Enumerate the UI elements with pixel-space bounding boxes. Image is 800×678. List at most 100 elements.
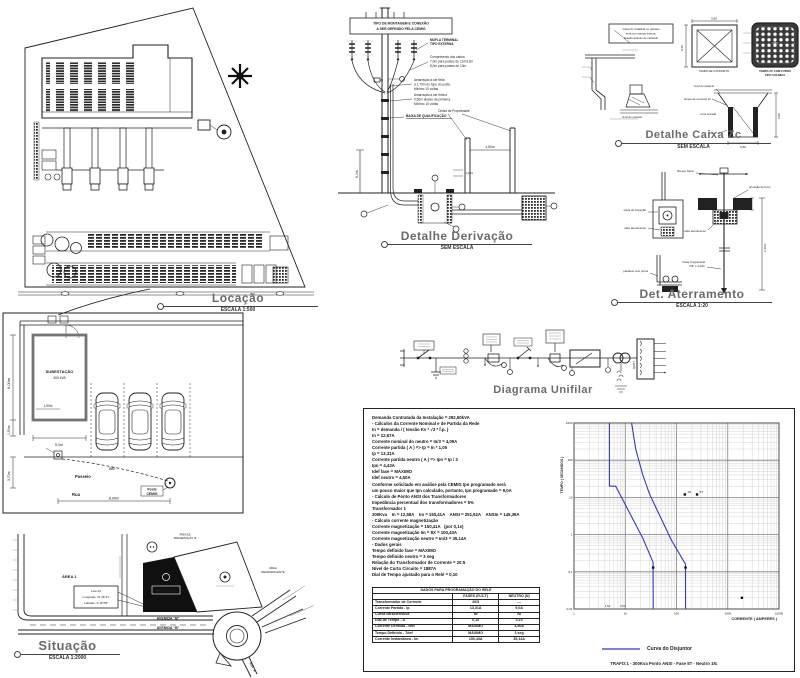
calc-line: Dial de Tempo ajustado para o Relé = 0,1… [372,572,458,578]
breaker-box [569,349,601,376]
svg-text:Comprimento dos cabos:: Comprimento dos cabos: [430,55,466,59]
cabo-label: cabo aterramento [624,226,646,230]
passeio-label: Passeio [75,474,91,479]
utility-pole [164,477,176,489]
area-preserv-l2: PRESERVAÇÃO III [174,535,197,540]
dim-150b: 1,50m [44,404,53,408]
north-sun-icon [228,64,252,88]
calc-line: Ip = 13,31A [372,451,395,457]
svg-text:A SER DEFINIDO PELA CEMIG: A SER DEFINIDO PELA CEMIG [376,27,426,31]
pole-clamps [381,99,389,174]
derivacao-title: Detalhe Derivação [400,229,514,243]
chart-footer-note: TRAFO:1 - 300Kva Ponto ANSI - Fase 5T - … [610,661,718,666]
title-underline [611,299,772,306]
svg-text:0,1: 0,1 [568,570,573,574]
dim-080: 0,80 [777,113,781,119]
loading-docks [42,127,192,171]
property-walls [464,127,516,193]
svg-text:5T: 5T [700,490,704,494]
main-bus [400,349,637,367]
caixa-zc-detail-drawing: Caixa Zc instalada no passeio será com t… [582,17,799,149]
derivacao-scale: SEM ESCALA [440,244,474,251]
ct-drop [605,358,611,373]
left-road [17,534,214,635]
svg-text:TIPO EXTERNA: TIPO EXTERNA [430,42,454,46]
svg-text:TIPO DE MONTAGEM E CONEXÃO: TIPO DE MONTAGEM E CONEXÃO [373,21,429,26]
calc-text-block: Demanda Contratada da Instalação = 292,5… [372,415,562,578]
street-line [18,291,314,296]
calc-line: In = demanda / ( tensão Kv * √3 * f.p. ) [372,427,449,433]
vegetation-ticks [13,539,17,611]
dim-6m: 6,00m [6,377,11,389]
rua-label: Rua [72,492,81,497]
area-vendida-label: ÁREA VENDIDA [155,587,176,592]
disconnect-switch [413,340,435,360]
svg-text:TEMPO ( SEGUNDOS ): TEMPO ( SEGUNDOS ) [560,457,564,494]
locacao-site-plan-drawing [18,7,314,296]
radiating-roads [241,589,307,678]
aterramento-scale: ESCALA 1:20 [676,302,708,309]
sectionalizer-switch [513,337,533,360]
svg-text:BAIXA DE QUALIFICAÇÃO: BAIXA DE QUALIFICAÇÃO [406,113,447,118]
svg-text:1: 1 [573,612,575,616]
title-marker-icon [14,651,21,658]
svg-text:10: 10 [624,612,628,616]
title-marker-icon [157,303,164,310]
relay-fuse-group [545,329,567,371]
title-marker-icon [381,241,388,248]
mufla-fuse-group [482,333,513,375]
upper-parcel-marker [146,541,158,553]
svg-text:Latitude: S 18°55': Latitude: S 18°55' [84,601,108,605]
parking-rows [46,231,289,286]
svg-text:9,0A: 9,0A [620,604,626,608]
svg-text:MUFLA TERMINAL: MUFLA TERMINAL [430,38,458,42]
ground-rod-detail [695,167,765,294]
sold-parcel-labels: G ÁREA VENDIDA [151,573,181,595]
parafuso-label: parafuso com porca [623,269,648,273]
lot-walls [19,315,243,435]
rua-a-label: RUA "A" [248,662,257,675]
calc-line: Corrente magnetização neutro = Im/3 = 35… [372,535,467,541]
derivacao-title-block: Detalhe Derivação SEM ESCALA [381,229,532,251]
svg-text:1000: 1000 [566,421,573,425]
svg-text:0,50m abaixo da primeira.: 0,50m abaixo da primeira. [414,98,451,102]
svg-text:0,01: 0,01 [567,607,573,611]
locacao-scale: ESCALA 1:500 [220,306,256,313]
grate-detail [743,22,799,68]
title-underline [14,651,120,658]
meter-box [45,447,63,460]
dim-030: 0,30 [746,202,750,208]
svg-text:4,5A: 4,5A [605,604,611,608]
svg-text:brita nº 1: brita nº 1 [708,131,720,135]
svg-text:10000: 10000 [775,612,784,616]
qgbt-label: QGBT [632,361,636,369]
svg-text:Mínimo 10 voltas: Mínimo 10 voltas [414,87,438,91]
unifilar-title-block: Diagrama Unifilar [468,385,618,396]
svg-text:Poste: Poste [147,488,156,492]
calc-line: In = 12,67A [372,433,395,439]
calc-line: - Cálculo corrente magnetização [372,517,439,523]
calc-line: Corrente partida ( A ) => Ip = In * 1,05 [372,445,448,451]
locacao-title: Locação [211,291,265,305]
derivacao-detail-drawing: TIPO DE MONTAGEM E CONEXÃO A SER DEFINID… [338,7,558,233]
trucks [61,167,155,191]
calc-line: um pouco maior que Ipn calculado, portan… [372,487,512,493]
situacao-title: Situação [38,638,97,653]
legend-line-icon [602,648,640,650]
dim-060a: 0,60 [711,17,717,21]
svg-text:Lote 02: Lote 02 [91,589,101,593]
side-rooms [41,149,61,181]
svg-text:tampa de concreto Zc: tampa de concreto Zc [684,97,712,101]
racking-rows [46,62,138,112]
dim-6m: 6,0m [355,170,359,178]
unifilar-title: Diagrama Unifilar [493,384,593,396]
center-street [121,534,128,616]
coordinates-callout: Lote 02 Longitude: W 46°41' Latitude: S … [73,585,147,609]
aterramento-title: Det. Aterramento [639,287,745,301]
transformer [612,352,631,393]
svg-text:1: 1 [571,533,573,537]
svg-text:Mínimo 10 voltas: Mínimo 10 voltas [414,102,438,106]
svg-text:100: 100 [567,458,572,462]
